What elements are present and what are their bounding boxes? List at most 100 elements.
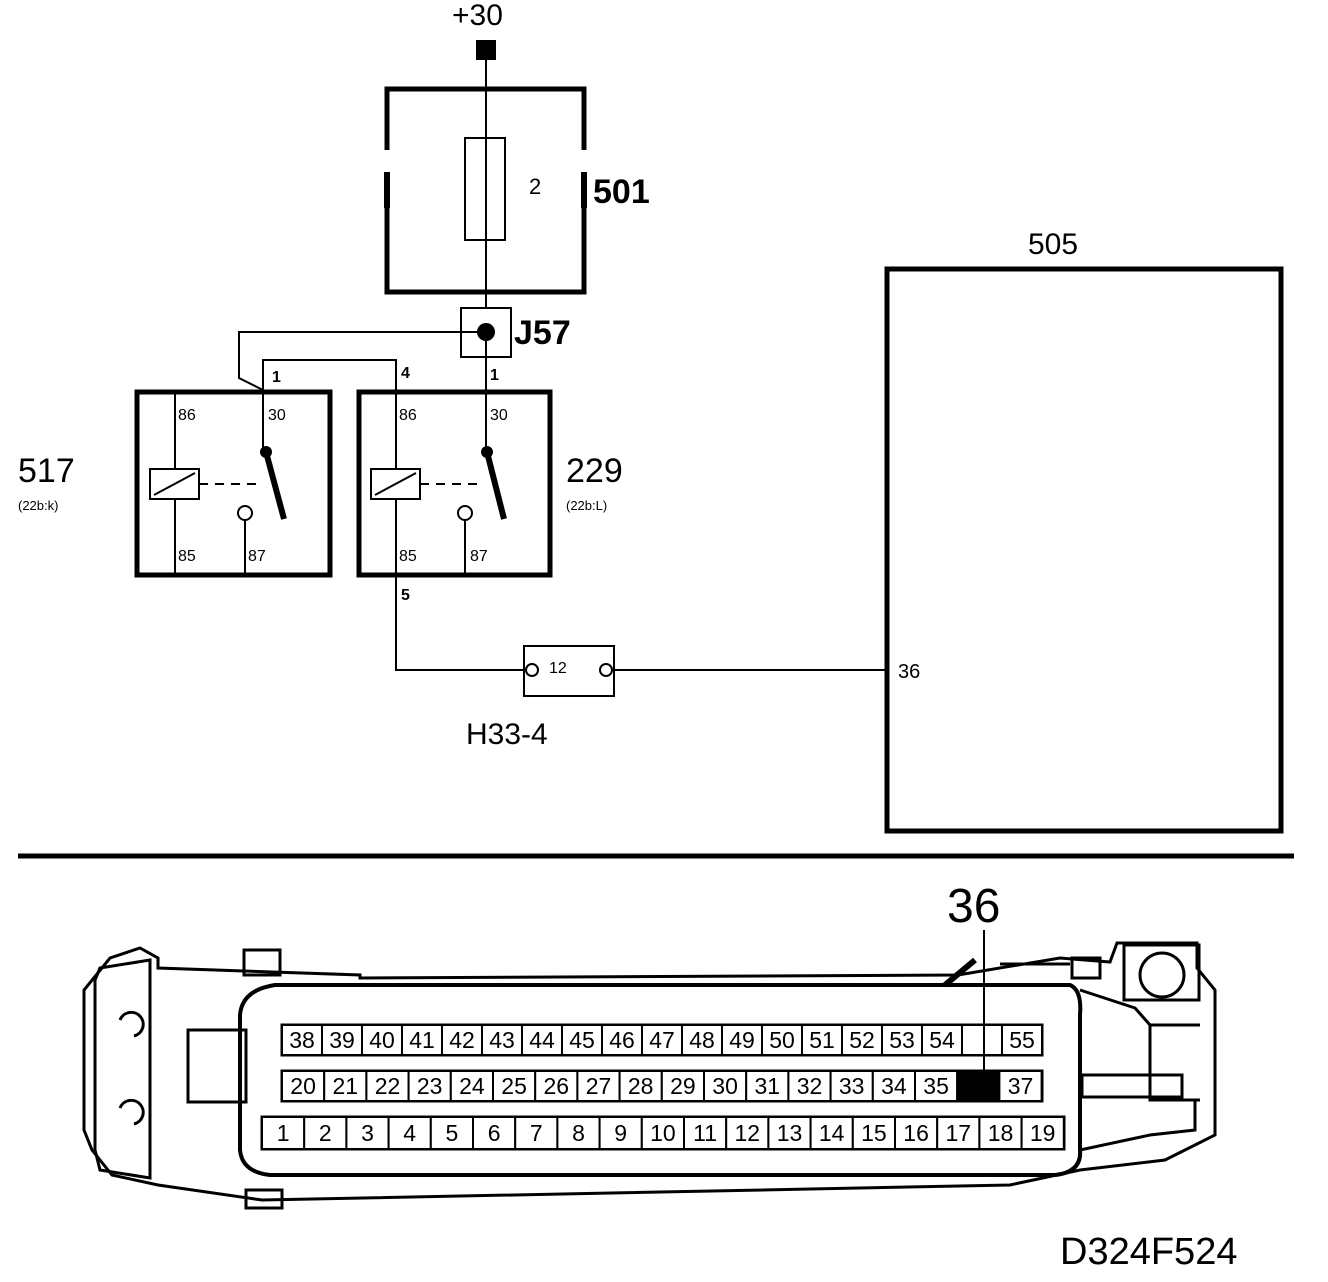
- pin-label: 38: [289, 1027, 315, 1053]
- relay-517-pin-86: 86: [178, 407, 196, 424]
- pin-label: 28: [628, 1073, 654, 1099]
- pin-cell: [303, 1116, 348, 1150]
- connector-h33-4: 12: [523, 645, 615, 697]
- relay-229-switch: [484, 451, 507, 520]
- pin-cell: [407, 1070, 452, 1102]
- pin-cell: [641, 1024, 683, 1056]
- ecu-connector-housing: [82, 941, 1217, 1210]
- relay-517-position: (22b:k): [18, 498, 58, 513]
- pin-label: 15: [861, 1120, 887, 1146]
- pin-cell: [914, 1070, 959, 1102]
- pin-cell: [521, 1024, 563, 1056]
- pin-cell: [281, 1070, 326, 1102]
- pin-label: 26: [544, 1073, 570, 1099]
- pin-cell: [809, 1116, 854, 1150]
- fuse-box-id: 501: [593, 173, 650, 211]
- pin-label: 31: [755, 1073, 781, 1099]
- relay-229-wire-5: 5: [401, 587, 410, 604]
- ecu-id: 505: [1028, 228, 1078, 261]
- relay-229-wire-4: 4: [401, 365, 410, 382]
- pin-label: 39: [329, 1027, 355, 1053]
- pin-cell: [481, 1024, 523, 1056]
- pin-cell: [894, 1116, 939, 1150]
- pin-label: 18: [988, 1120, 1014, 1146]
- supply-terminal: [476, 40, 496, 60]
- relay-229-pin-85: 85: [399, 548, 417, 565]
- junction-id: J57: [514, 314, 571, 352]
- pin-label: 37: [1008, 1073, 1034, 1099]
- relay-517-pin-85: 85: [178, 548, 196, 565]
- pin-cell: [556, 1116, 601, 1150]
- wire-229-to-h33: [395, 575, 524, 671]
- pin-cell: [429, 1116, 474, 1150]
- pin-cell: [601, 1024, 643, 1056]
- pin-label: 27: [586, 1073, 612, 1099]
- pin-label: 49: [729, 1027, 755, 1053]
- pin-label: 42: [449, 1027, 475, 1053]
- relay-229-id: 229: [566, 452, 623, 490]
- pin-label: 46: [609, 1027, 635, 1053]
- pin-label: 2: [319, 1120, 332, 1146]
- relay-229-pin-30: 30: [490, 407, 508, 424]
- fuse-number: 2: [529, 174, 541, 199]
- pin-cell: [829, 1070, 874, 1102]
- ecu-505: 36: [884, 266, 1284, 834]
- pin-label: 51: [809, 1027, 835, 1053]
- fuse-box-501: 2 501: [384, 86, 650, 295]
- pin-cell: [514, 1116, 559, 1150]
- pin-label: 16: [903, 1120, 929, 1146]
- pin-cell: [921, 1024, 963, 1056]
- relay-517-id: 517: [18, 452, 75, 490]
- pin-label: 8: [572, 1120, 585, 1146]
- pin-label: 25: [501, 1073, 527, 1099]
- pin-cell: [1001, 1024, 1043, 1056]
- pin-cell: [492, 1070, 537, 1102]
- pin-label: 35: [923, 1073, 949, 1099]
- wire-j57-to-517: [238, 331, 486, 391]
- figure-code: D324F524: [1060, 1231, 1237, 1273]
- pin-label: 1: [277, 1120, 290, 1146]
- pin-cell: [361, 1024, 403, 1056]
- pin-label: 4: [403, 1120, 416, 1146]
- pin-label: 7: [530, 1120, 543, 1146]
- pin-label: 47: [649, 1027, 675, 1053]
- pin-cell: [387, 1116, 432, 1150]
- pin-cell: [683, 1116, 728, 1150]
- connector-id: H33-4: [466, 718, 548, 751]
- pin-cell: [681, 1024, 723, 1056]
- pin-label: 52: [849, 1027, 875, 1053]
- pin-cell: [721, 1024, 763, 1056]
- pin-cell: [472, 1116, 517, 1150]
- pin-label: 20: [290, 1073, 316, 1099]
- relay-517-wire-number: 1: [272, 369, 281, 386]
- pin-cell: [851, 1116, 896, 1150]
- pin-cell: [534, 1070, 579, 1102]
- relay-229: 86 30 85 87 4 1 5: [356, 365, 553, 604]
- connector-pin: 12: [549, 660, 567, 677]
- pin-label: 41: [409, 1027, 435, 1053]
- pin-label: 14: [819, 1120, 845, 1146]
- pin-cell: [281, 1024, 323, 1056]
- pin-cell: [401, 1024, 443, 1056]
- supply-label: +30: [452, 0, 503, 32]
- pin-label: 32: [797, 1073, 823, 1099]
- pin-cell: [345, 1116, 390, 1150]
- pin-cell: [576, 1070, 621, 1102]
- pin-36-callout: 36: [947, 880, 1000, 933]
- pin-label: 9: [614, 1120, 627, 1146]
- relay-229-wire-1: 1: [490, 367, 499, 384]
- pin-label: 17: [946, 1120, 972, 1146]
- pin-label: 6: [488, 1120, 501, 1146]
- pin-label: 24: [459, 1073, 485, 1099]
- junction-j57: J57: [460, 307, 571, 358]
- pin-cell: [936, 1116, 981, 1150]
- relay-229-pin-87: 87: [470, 548, 488, 565]
- pin-label: 3: [361, 1120, 374, 1146]
- pin-cell: [956, 1070, 1001, 1102]
- pin-cell: [998, 1070, 1043, 1102]
